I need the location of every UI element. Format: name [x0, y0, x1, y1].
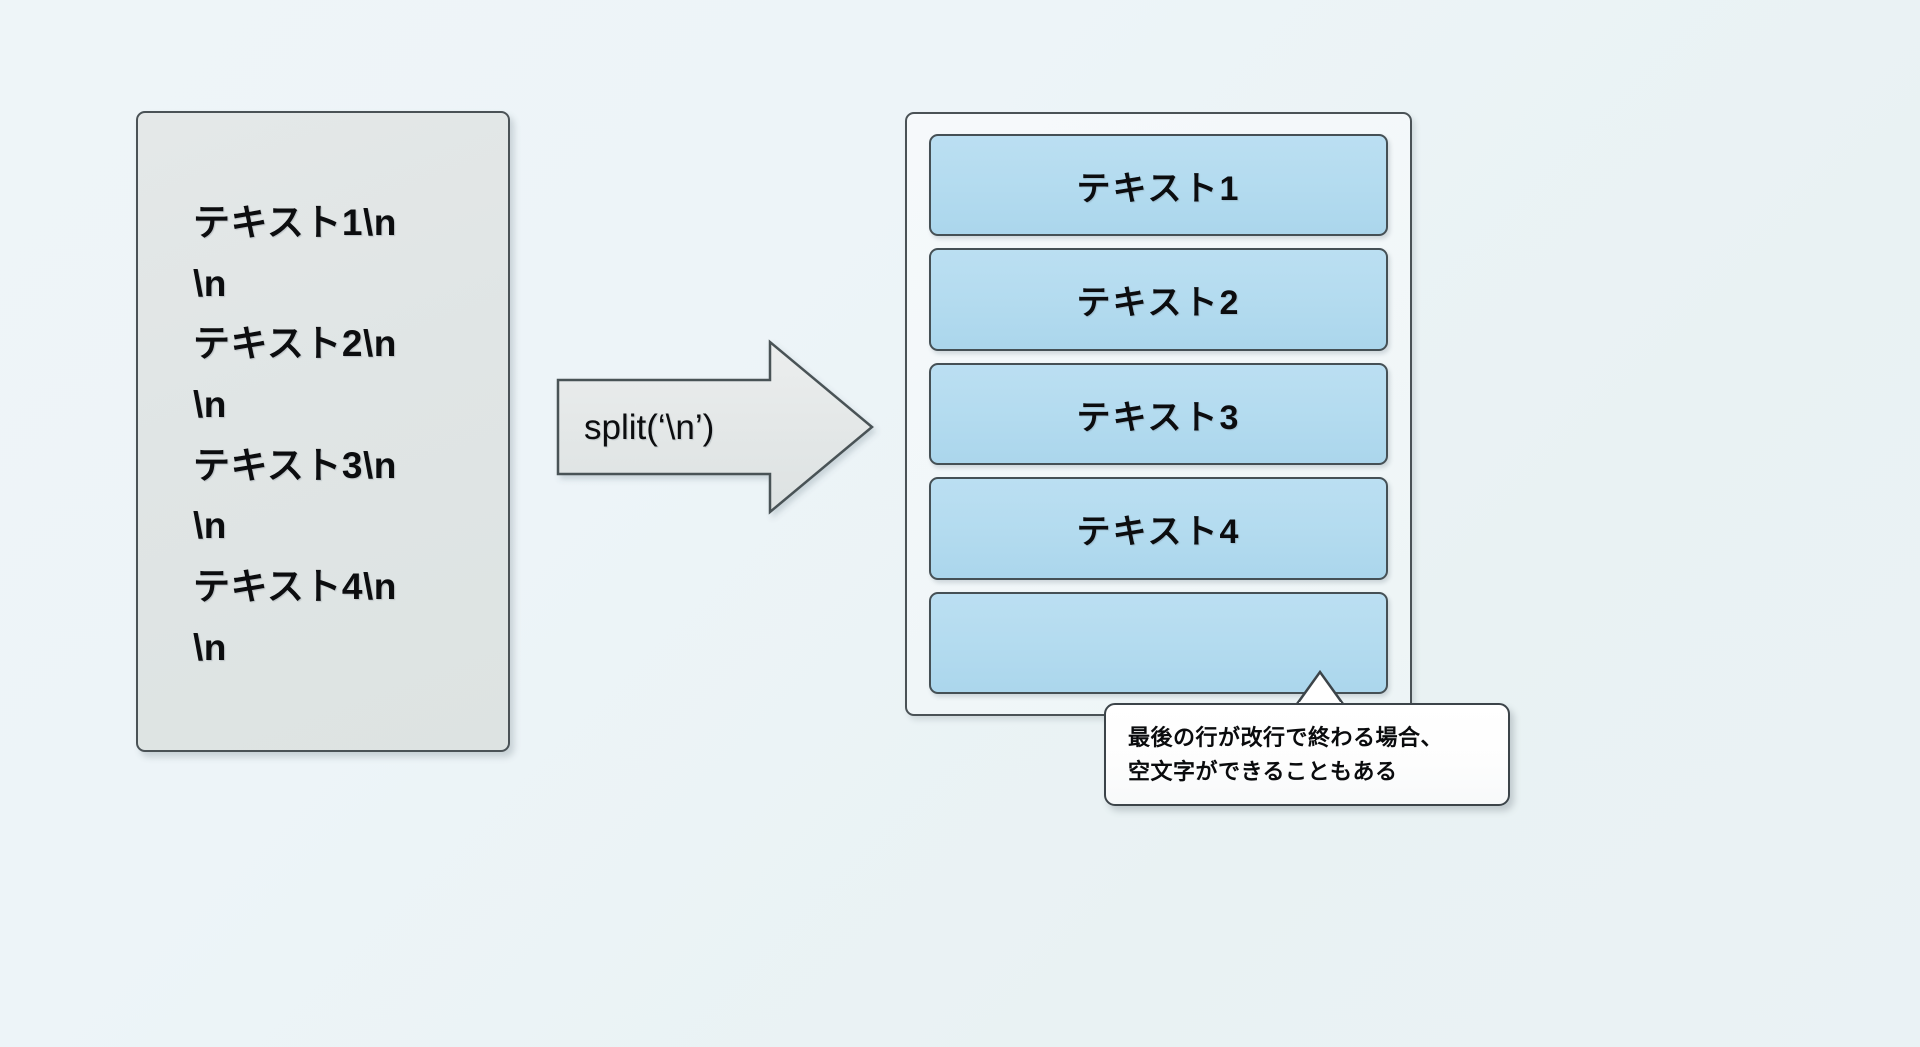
result-item-empty [929, 591, 1388, 695]
arrow-shape-icon [556, 339, 874, 515]
result-item-label: テキスト2 [1076, 284, 1241, 323]
split-arrow: split(‘\n’) [556, 339, 876, 515]
result-item: テキスト1 [929, 134, 1388, 237]
result-item-label: テキスト1 [1076, 169, 1241, 208]
result-array-container: テキスト1 テキスト2 テキスト3 テキスト4 [905, 112, 1412, 716]
callout-note: 最後の行が改行で終わる場合、 空文字ができることもある [1104, 703, 1510, 806]
result-item: テキスト3 [929, 362, 1388, 466]
source-string-box: テキスト1\n \n テキスト2\n \n テキスト3\n \n テキスト4\n… [136, 111, 510, 752]
result-item-label: テキスト4 [1076, 512, 1241, 551]
result-item-label: テキスト3 [1076, 398, 1241, 437]
result-array-list: テキスト1 テキスト2 テキスト3 テキスト4 [929, 134, 1388, 695]
result-item: テキスト2 [929, 248, 1388, 351]
source-string-text: テキスト1\n \n テキスト2\n \n テキスト3\n \n テキスト4\n… [193, 202, 397, 668]
callout-line-2: 空文字ができることもある [1128, 758, 1398, 784]
callout-line-1: 最後の行が改行で終わる場合、 [1128, 725, 1444, 751]
result-item: テキスト4 [929, 477, 1388, 580]
callout-pointer-icon [1294, 669, 1346, 707]
